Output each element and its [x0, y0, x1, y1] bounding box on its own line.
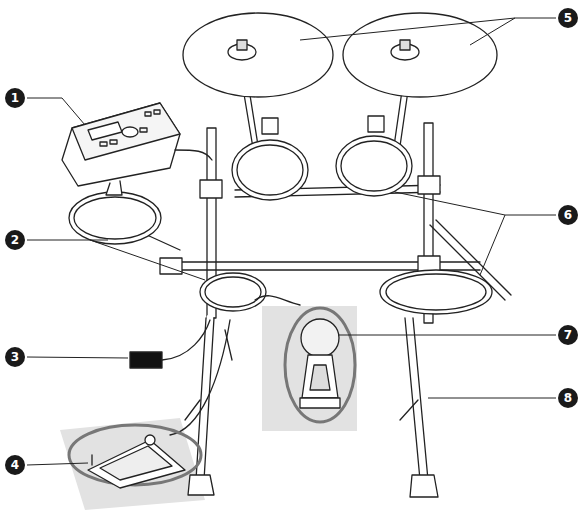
- callout-number: 8: [558, 388, 578, 408]
- drum-module-top: [72, 103, 180, 160]
- snare-rim: [74, 197, 156, 239]
- callout-text: 3: [11, 351, 19, 363]
- kick-pedal: [302, 355, 338, 398]
- callout-number: 4: [5, 455, 25, 475]
- module-mount: [106, 181, 122, 195]
- callout-text: 6: [564, 209, 572, 221]
- leader-line: [27, 357, 128, 358]
- module-button: [145, 112, 151, 116]
- stand-foot: [410, 475, 438, 497]
- leader-line: [90, 240, 205, 280]
- callout-text: 8: [564, 392, 572, 404]
- floor-tom-rim: [386, 274, 486, 310]
- rack-clamp: [200, 180, 222, 198]
- callout-ring: [285, 308, 355, 422]
- callout-number: 3: [5, 347, 25, 367]
- leader-line: [27, 463, 88, 465]
- leader-line: [338, 335, 556, 336]
- stand-leg: [413, 318, 428, 480]
- cymbal-pad: [183, 13, 333, 97]
- cable: [175, 150, 212, 160]
- callout-text: 5: [564, 12, 572, 24]
- module-button: [154, 110, 160, 114]
- drum-module: [62, 103, 180, 186]
- floor-shadow: [60, 418, 205, 510]
- pedal-plate: [100, 446, 172, 480]
- callout-text: 2: [11, 234, 19, 246]
- leader-line: [428, 398, 556, 399]
- hihat-pedal: [88, 440, 185, 488]
- pedal-plate: [310, 365, 330, 390]
- callout-number: 2: [5, 230, 25, 250]
- leader-line: [470, 18, 515, 45]
- pedal-heel: [300, 398, 340, 408]
- leader-line: [300, 18, 556, 40]
- cymbal-nut: [400, 40, 410, 50]
- stand-leg: [204, 318, 214, 480]
- module-display: [88, 122, 122, 140]
- module-button: [110, 140, 117, 144]
- cymbal-pad: [343, 13, 497, 97]
- tom-rim: [237, 145, 303, 195]
- leader-lines: [27, 18, 556, 465]
- callout-number: 1: [5, 88, 25, 108]
- rack-clamp: [418, 176, 440, 194]
- callout-ring: [69, 425, 201, 485]
- cable: [255, 296, 300, 305]
- tom-pad: [232, 140, 308, 200]
- drum-pad: [200, 273, 266, 311]
- hihat-controller-box: [130, 352, 162, 368]
- tom-mount: [262, 118, 278, 134]
- stand-leg: [405, 318, 420, 480]
- tom-mount: [368, 116, 384, 132]
- module-button: [100, 142, 107, 146]
- callout-number: 6: [558, 205, 578, 225]
- callout-text: 7: [564, 329, 572, 341]
- snare-pad: [69, 192, 161, 244]
- leader-line: [480, 215, 505, 275]
- tom-rim: [341, 141, 407, 191]
- leader-line: [395, 192, 556, 215]
- stand-foot: [188, 475, 214, 495]
- floor-shadow: [262, 306, 357, 431]
- leader-line: [27, 240, 108, 241]
- callout-number: 5: [558, 8, 578, 28]
- cable: [162, 320, 210, 360]
- cymbal-nut: [237, 40, 247, 50]
- floor-tom-pad: [380, 270, 492, 314]
- cable: [170, 320, 230, 435]
- callout-number: 7: [558, 325, 578, 345]
- module-button: [140, 128, 147, 132]
- tom-pad: [336, 136, 412, 196]
- callout-text: 4: [11, 459, 19, 471]
- module-knob: [122, 127, 138, 137]
- leader-line: [27, 98, 85, 125]
- kick-pad: [301, 319, 339, 357]
- callout-text: 1: [11, 92, 19, 104]
- drum-rim: [205, 277, 261, 307]
